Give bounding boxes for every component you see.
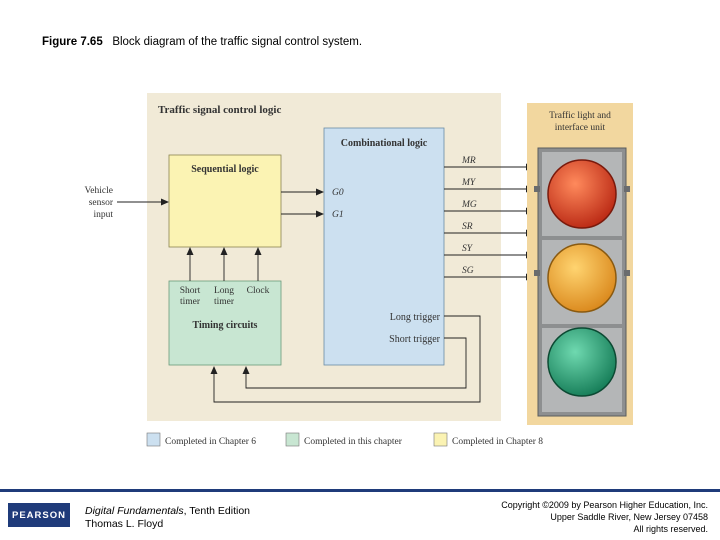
legend-swatch-chapter6 [146,432,161,447]
book-author: Thomas L. Floyd [85,518,164,530]
g1-label: G1 [332,210,344,220]
traffic-unit-label-2: interface unit [555,122,606,133]
long-trigger-line [210,315,481,403]
timer-long-label-1: Long [214,286,234,296]
combinational-logic-block [323,127,445,366]
vehicle-input-label-3: input [93,210,113,220]
output-mg-label: MG [461,200,477,210]
vehicle-input-label-2: sensor [89,198,114,208]
footer-rule [0,489,720,492]
short-trigger-label: Short trigger [389,334,440,345]
timer-long-label-2: timer [214,297,235,307]
panel-title: Traffic signal control logic [158,104,281,116]
timer-short-label-2: timer [180,297,201,307]
pearson-logo: PEARSON [8,503,70,527]
figure-caption-text: Block diagram of the traffic signal cont… [112,36,363,48]
output-sg-label: SG [462,266,474,276]
figure-caption: Figure 7.65 Block diagram of the traffic… [42,36,362,48]
output-sy-label: SY [462,244,474,254]
legend-label-chapter6: Completed in Chapter 6 [165,437,256,447]
book-info: Digital Fundamentals, Tenth Edition Thom… [85,505,250,531]
traffic-unit-label-1: Traffic light and [549,110,611,121]
output-my-label: MY [461,178,477,188]
copyright: Copyright ©2009 by Pearson Higher Educat… [501,499,708,535]
legend-label-this-chapter: Completed in this chapter [304,437,403,447]
combinational-logic-label: Combinational logic [341,138,428,149]
timer-short-label-1: Short [180,286,201,296]
vehicle-input-label-1: Vehicle [85,186,114,196]
signal-outputs: MR MY MG SR SY SG [444,156,534,281]
copyright-line-3: All rights reserved. [633,524,708,534]
output-mr-label: MR [461,156,476,166]
timer-clock-label: Clock [247,286,270,296]
red-light-icon [547,159,617,229]
g0-label: G0 [332,188,344,198]
sequential-logic-label: Sequential logic [191,164,259,175]
green-light-icon [547,327,617,397]
figure-number: Figure 7.65 [42,36,103,48]
copyright-line-2: Upper Saddle River, New Jersey 07458 [550,512,708,522]
legend: Completed in Chapter 6 Completed in this… [146,432,543,447]
timing-circuits-label: Timing circuits [193,320,258,331]
legend-swatch-this-chapter [285,432,300,447]
book-title: Digital Fundamentals [85,505,184,517]
sequential-logic-block [168,154,282,248]
traffic-light-image [534,147,630,417]
legend-label-chapter8: Completed in Chapter 8 [452,437,543,447]
short-trigger-line [242,337,467,389]
book-edition: , Tenth Edition [183,505,250,517]
output-sr-label: SR [462,222,473,232]
legend-swatch-chapter8 [433,432,448,447]
amber-light-icon [547,243,617,313]
long-trigger-label: Long trigger [390,312,441,323]
timing-circuits-block [168,280,282,366]
copyright-line-1: Copyright ©2009 by Pearson Higher Educat… [501,500,708,510]
